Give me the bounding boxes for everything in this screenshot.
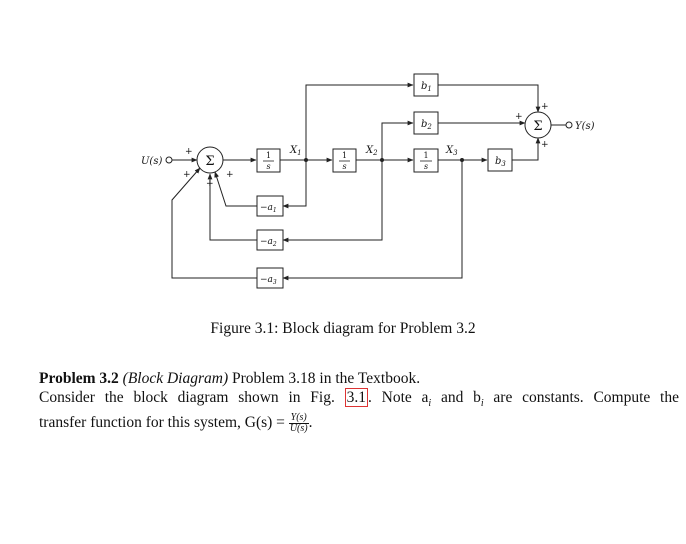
plus-sign: + [183, 170, 191, 180]
junction-dot [460, 158, 464, 162]
fraction-numerator: Y(s) [288, 412, 309, 425]
svg-text:s: s [424, 162, 428, 171]
svg-text:1: 1 [266, 151, 271, 160]
svg-text:1: 1 [423, 151, 428, 160]
svg-text:1: 1 [342, 151, 347, 160]
problem-text: and b [431, 389, 481, 406]
gain-block-b2: b2 [413, 111, 439, 135]
input-summing-junction: Σ [196, 146, 224, 174]
problem-subheading: (Block Diagram) [122, 370, 229, 387]
plus-sign: + [206, 179, 214, 189]
gain-block-b1: b1 [413, 73, 439, 97]
state-label-x3: X3 [445, 145, 458, 157]
integrator-block-1: 1 s [256, 148, 281, 173]
state-label-x1: X1 [289, 145, 302, 157]
junction-dot [380, 158, 384, 162]
input-terminal [165, 156, 173, 164]
svg-text:−a1: −a1 [260, 203, 277, 214]
gain-block-a1: −a1 [256, 195, 284, 217]
problem-line-1: Consider the block diagram shown in Fig.… [39, 388, 679, 413]
svg-text:−a2: −a2 [260, 237, 277, 248]
problem-text: Consider the block diagram shown in Fig. [39, 389, 345, 406]
problem-line-2: transfer function for this system, G(s) … [39, 413, 679, 434]
svg-text:b1: b1 [421, 81, 432, 93]
problem-text: are constants. Compute the [483, 389, 679, 406]
transfer-function-fraction: Y(s)U(s) [288, 412, 309, 435]
plus-sign: + [541, 140, 549, 150]
integrator-block-2: 1 s [332, 148, 357, 173]
problem-text: transfer function for this system, G(s) … [39, 414, 289, 432]
subscript: i [480, 398, 484, 410]
block-diagram: U(s) Y(s) Σ + + + + Σ + + + 1 s 1 s 1 s … [141, 73, 595, 289]
output-terminal [565, 121, 573, 129]
plus-sign: + [515, 112, 523, 122]
svg-text:Σ: Σ [533, 119, 542, 134]
problem-heading-line: Problem 3.2 (Block Diagram) Problem 3.18… [39, 369, 679, 388]
gain-block-a2: −a2 [256, 229, 284, 251]
subscript: i [428, 398, 432, 410]
figure-reference-link[interactable]: 3.1 [344, 388, 368, 407]
gain-block-b3: b3 [487, 148, 513, 172]
problem-heading-tail: Problem 3.18 in the Textbook. [228, 370, 421, 387]
fraction-denominator: U(s) [289, 423, 308, 435]
gain-block-a3: −a3 [256, 267, 284, 289]
output-summing-junction: Σ [524, 111, 552, 139]
figure-caption: Figure 3.1: Block diagram for Problem 3.… [210, 320, 476, 337]
svg-text:−a3: −a3 [260, 275, 277, 286]
svg-text:b2: b2 [421, 119, 432, 131]
output-label: Y(s) [575, 121, 595, 132]
plus-sign: + [185, 147, 193, 157]
svg-text:s: s [266, 162, 270, 171]
plus-sign: + [541, 102, 549, 112]
svg-text:Σ: Σ [205, 154, 214, 169]
signal-lines [171, 82, 566, 281]
input-label: U(s) [141, 156, 162, 167]
problem-heading: Problem 3.2 [39, 370, 119, 387]
plus-sign: + [226, 170, 234, 180]
state-label-x2: X2 [365, 145, 378, 157]
problem-text: . Note a [367, 389, 429, 406]
problem-text: . [308, 414, 313, 432]
svg-text:s: s [342, 162, 346, 171]
junction-dot [304, 158, 308, 162]
problem-statement: Problem 3.2 (Block Diagram) Problem 3.18… [39, 369, 679, 434]
svg-text:b3: b3 [495, 156, 506, 168]
integrator-block-3: 1 s [413, 148, 439, 173]
